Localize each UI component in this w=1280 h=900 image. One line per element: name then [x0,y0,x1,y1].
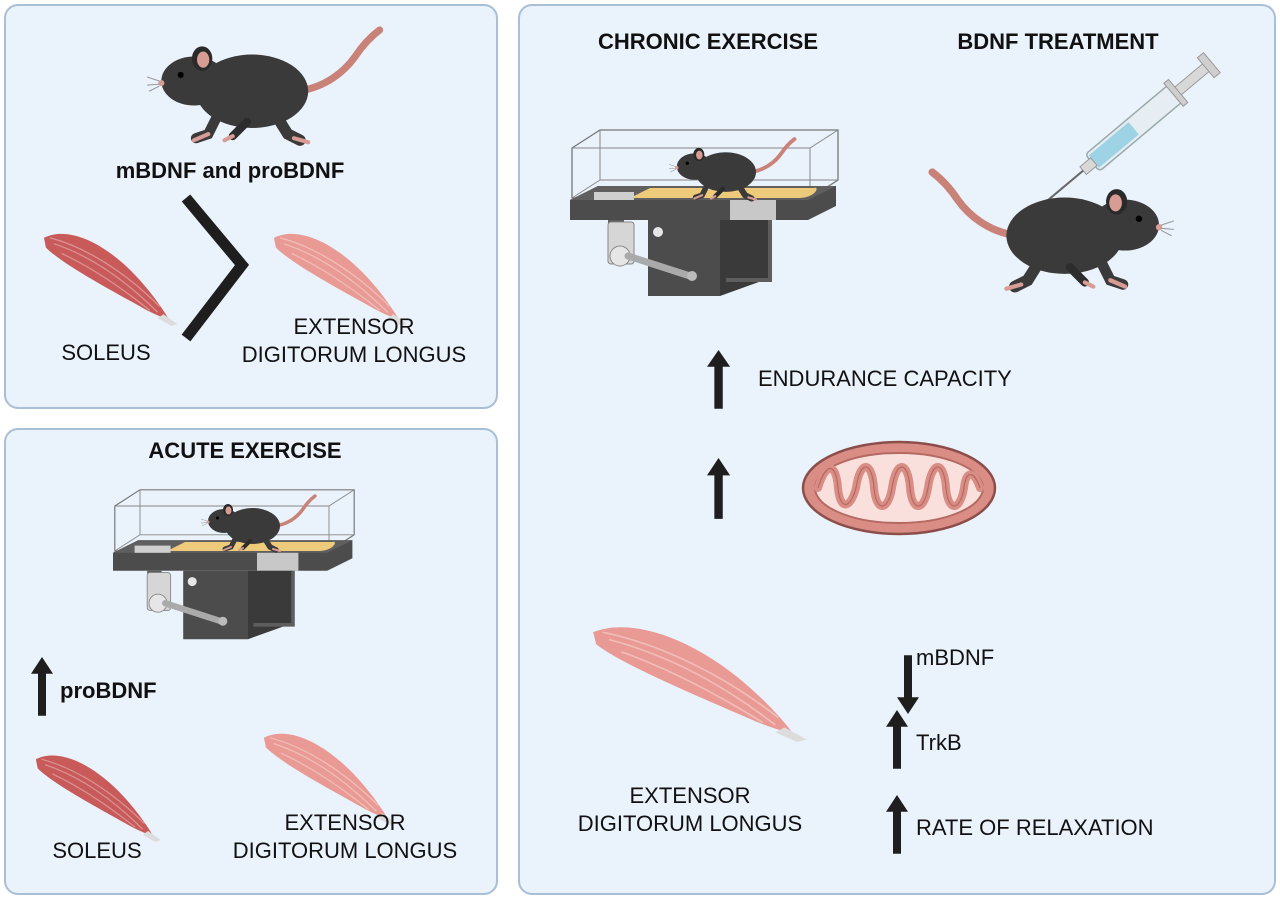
mitochondria-icon [801,440,997,536]
title-acute-exercise: ACUTE EXERCISE [148,438,342,463]
mouse-icon [147,30,380,142]
label-edl-line2: DIGITORUM LONGUS [232,838,458,863]
syringe-icon [1047,51,1221,201]
label-endurance-capacity: ENDURANCE CAPACITY [758,366,1012,391]
title-bdnf-treatment: BDNF TREATMENT [957,29,1159,54]
label-edl-line1: EXTENSOR [629,783,751,808]
label-probdnf: proBDNF [60,678,157,703]
up-arrow-icon [31,657,53,716]
label-edl-line1: EXTENSOR [293,314,415,339]
soleus-muscle-icon [35,754,162,843]
label-soleus: SOLEUS [61,340,151,365]
edl-muscle-icon [592,626,808,744]
label-edl-line2: DIGITORUM LONGUS [577,811,803,836]
title-chronic-exercise: CHRONIC EXERCISE [597,29,819,54]
soleus-muscle-icon [43,233,178,327]
label-soleus: SOLEUS [52,838,142,863]
greater-than-symbol [181,194,250,342]
trkb-up-arrow-icon [886,710,908,769]
label-edl-line1: EXTENSOR [284,810,406,835]
mouse-icon [932,172,1174,289]
label-edl-line2: DIGITORUM LONGUS [241,342,467,367]
mitochondria-up-arrow-icon [707,458,731,519]
label-trkb: TrkB [916,730,962,755]
endurance-up-arrow-icon [707,350,731,409]
label-mbdnf: mBDNF [916,645,995,670]
heading-mbdnf-probdnf: mBDNF and proBDNF [115,158,345,183]
label-rate-of-relaxation: RATE OF RELAXATION [916,815,1154,840]
relaxation-up-arrow-icon [886,795,908,854]
